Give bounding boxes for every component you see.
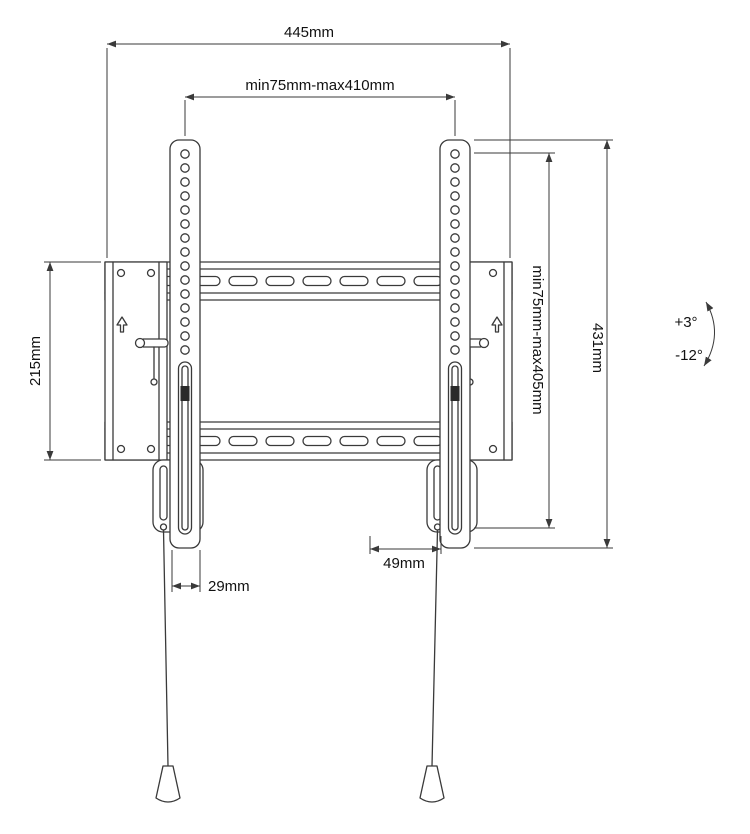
dimension-total-width: 445mm [106,24,511,258]
tilt-down-label: -12° [675,347,703,364]
screw-hole [488,444,498,454]
dimension-bottom-offset-left: 29mm [171,550,250,595]
dimension-vesa-width: min75mm-max410mm [184,77,456,136]
left-tilt-lever [134,337,169,386]
dimension-vesa-height: min75mm-max405mm [474,152,555,529]
screw-hole [116,268,126,278]
dim-label-plate-height: 215mm [27,336,44,386]
right-rail-slider [450,386,460,401]
screw-hole [146,268,156,278]
dimension-bottom-offset-right: 49mm [369,536,442,572]
up-arrow-icon [491,316,503,333]
dim-label-bracket-height: 431mm [589,323,606,373]
tilt-angle-annotation: +3° -12° [674,301,715,367]
dim-label-total-width: 445mm [284,24,334,41]
right-pull-cord [419,529,445,803]
left-pull-cord [155,529,181,803]
screw-hole [146,444,156,454]
tilt-up-label: +3° [674,314,697,331]
dimension-bracket-height: 431mm [474,139,613,549]
dimension-plate-height: 215mm [27,261,101,461]
screw-hole [488,268,498,278]
dim-label-vesa-height: min75mm-max405mm [529,265,546,414]
left-tv-rail [169,139,201,549]
right-tv-rail [439,139,471,549]
left-cord-tip [155,765,181,803]
left-rail-slider [180,386,190,401]
screw-hole [116,444,126,454]
up-arrow-icon [116,316,128,333]
left-side-bracket [104,261,168,461]
dim-label-bottom-offset-right: 49mm [383,555,425,572]
dim-label-vesa-width: min75mm-max410mm [245,77,394,94]
right-cord-tip [419,765,445,803]
dim-label-bottom-offset-left: 29mm [208,578,250,595]
tilt-arc-arrow [703,301,715,367]
